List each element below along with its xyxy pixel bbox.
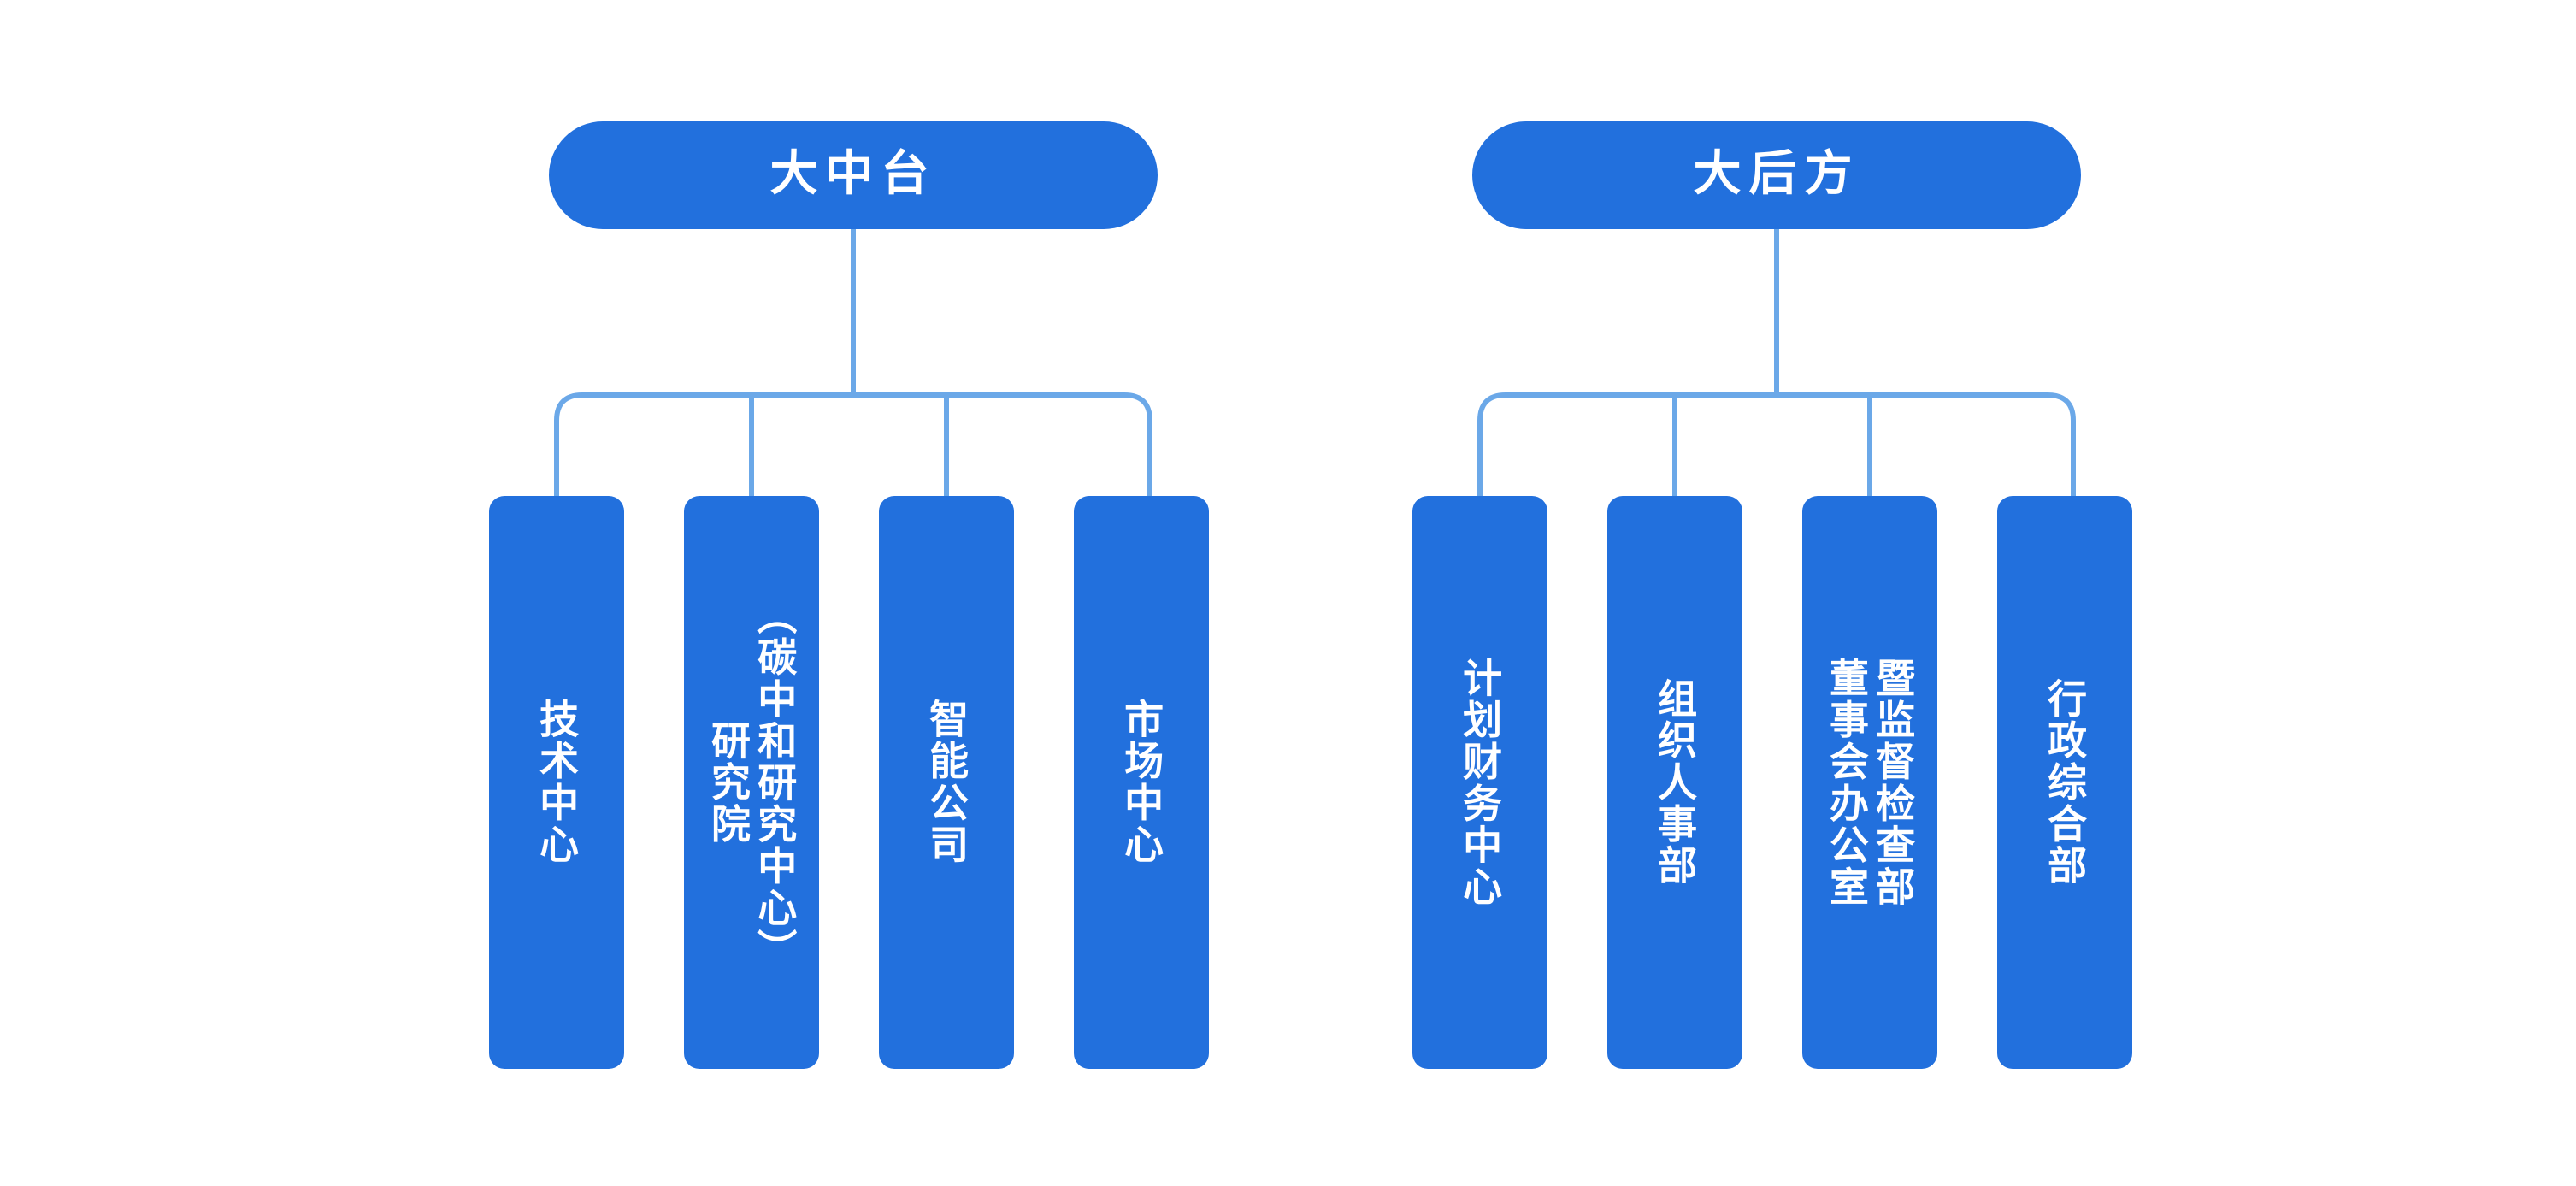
connector-group-houfang (1477, 229, 2076, 496)
node-label: 市场中心 (1119, 699, 1164, 866)
node-zhineng-gongsi[interactable]: 智能公司 (879, 496, 1014, 1069)
node-label: 行政综合部 (2043, 678, 2088, 887)
node-label-col-2: 董事会办公室 (1824, 657, 1869, 908)
node-label: 智能公司 (924, 699, 970, 866)
node-label-col-1: 暨监督检查部 (1871, 657, 1916, 908)
node-jishu-zhongxin[interactable]: 技术中心 (489, 496, 624, 1069)
node-label: 组织人事部 (1653, 678, 1698, 887)
node-zuzhi-renshi[interactable]: 组织人事部 (1607, 496, 1742, 1069)
node-label: 计划财务中心 (1458, 657, 1503, 908)
group-header-zhongtai[interactable]: 大中台 (549, 121, 1158, 229)
group-header-label: 大后方 (1693, 146, 1860, 200)
node-label-col-2: 研究院 (706, 719, 751, 846)
group-header-label: 大中台 (769, 146, 937, 200)
connector-group-zhongtai (554, 229, 1152, 496)
node-jihua-caiwu[interactable]: 计划财务中心 (1412, 496, 1547, 1069)
node-label-col-1: （碳中和研究中心） (752, 594, 798, 971)
node-xingzheng-zonghe[interactable]: 行政综合部 (1997, 496, 2132, 1069)
node-label: 技术中心 (534, 699, 580, 866)
node-shichang-zhongxin[interactable]: 市场中心 (1074, 496, 1209, 1069)
node-yanjiuyuan[interactable]: 研究院 （碳中和研究中心） (684, 496, 819, 1069)
node-dongshihui-bangongshi[interactable]: 董事会办公室 暨监督检查部 (1802, 496, 1937, 1069)
group-header-houfang[interactable]: 大后方 (1472, 121, 2081, 229)
